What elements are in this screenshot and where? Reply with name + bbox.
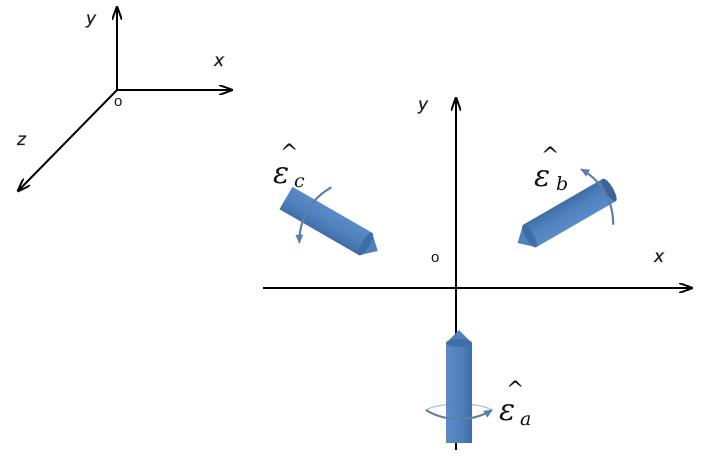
main-y-label: y [417,95,429,115]
polarization-arrow-b [517,168,617,248]
polarization-arrow-a [425,330,493,443]
label-epsilon-c: ^ ε c [273,141,305,192]
small-z-label: z [16,130,27,150]
small-x-label: x [213,51,225,71]
polarization-arrow-c [279,186,378,256]
reference-frame-small: y x z o [16,7,232,191]
main-x-label: x [653,247,665,267]
hat-b: ^ [541,144,559,169]
label-epsilon-b: ^ ε b [534,144,568,195]
subscript-a: a [520,408,531,430]
epsilon-a: ε [499,393,515,428]
reference-frame-main: y x o [263,95,692,450]
main-origin-label: o [431,249,439,266]
subscript-b: b [556,173,568,195]
label-epsilon-a: ^ ε a [499,378,531,430]
small-z-axis [18,89,118,191]
small-y-label: y [85,9,97,29]
epsilon-b: ε [534,159,550,194]
epsilon-c: ε [273,156,289,191]
small-origin-label: o [114,93,122,110]
hat-c: ^ [280,141,298,166]
subscript-c: c [294,170,305,192]
hat-a: ^ [506,378,524,403]
